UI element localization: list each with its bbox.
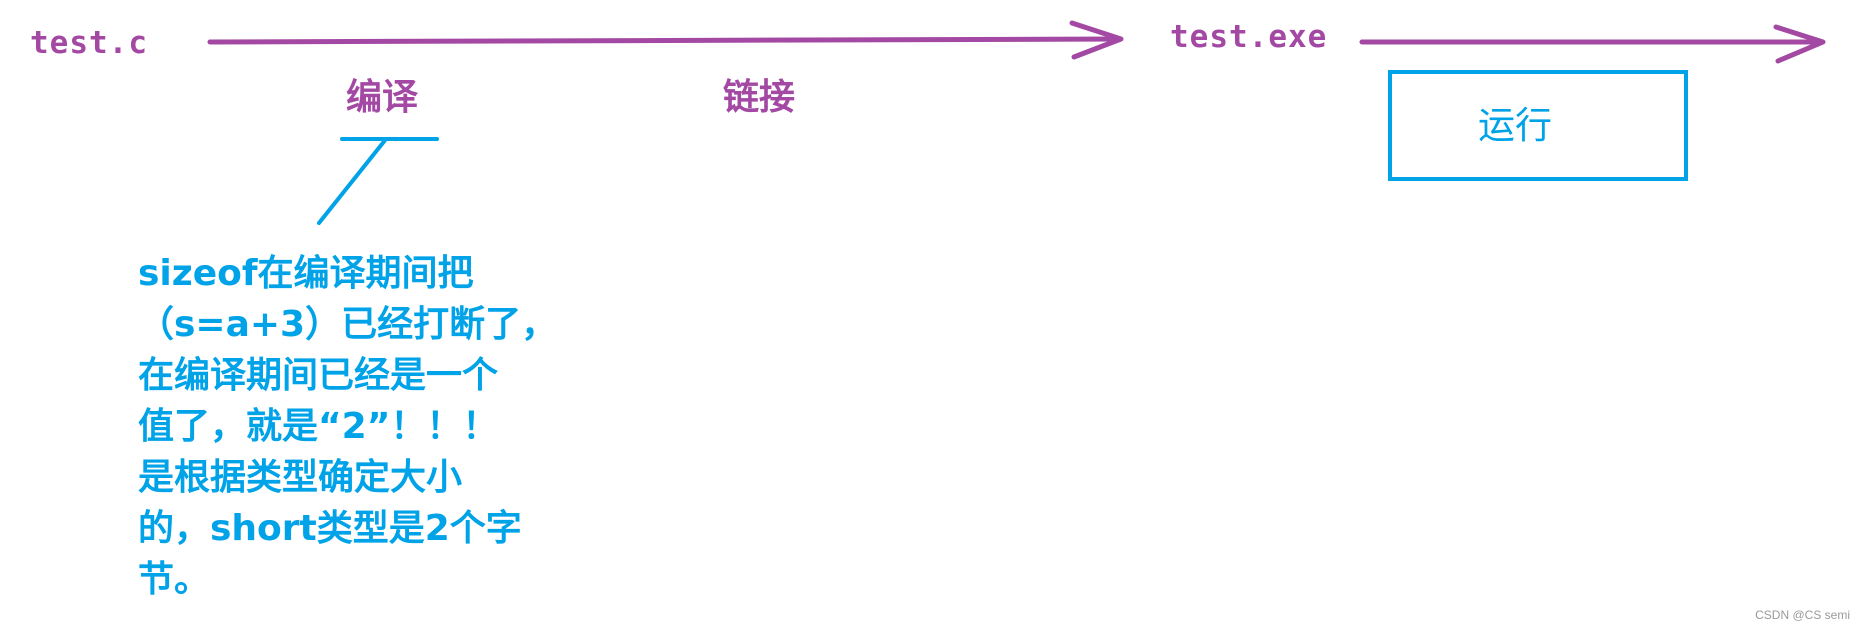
note-line: 节。	[138, 559, 211, 600]
executable-file-label: test.exe	[1170, 19, 1328, 55]
note-line: 值了，就是“2”！！！	[138, 406, 499, 447]
annotation-pointer	[317, 137, 439, 225]
arrow-run	[1359, 24, 1826, 64]
arrow-compile-link	[207, 20, 1124, 60]
note-line: 的，short类型是2个字	[138, 508, 522, 549]
run-stage-label: 运行	[1478, 104, 1552, 147]
link-stage-label: 链接	[723, 77, 796, 118]
compile-stage-label: 编译	[346, 77, 419, 118]
sizeof-annotation-note: sizeof在编译期间把 （s=a+3）已经打断了， 在编译期间已经是一个 值了…	[138, 248, 568, 605]
note-line: sizeof在编译期间把	[138, 253, 474, 294]
watermark: CSDN @CS semi	[1755, 608, 1850, 622]
note-line: （s=a+3）已经打断了，	[138, 304, 558, 345]
run-stage-box: 运行	[1388, 70, 1688, 181]
source-file-label: test.c	[30, 25, 148, 61]
note-line: 是根据类型确定大小	[138, 457, 463, 498]
note-line: 在编译期间已经是一个	[138, 355, 499, 396]
